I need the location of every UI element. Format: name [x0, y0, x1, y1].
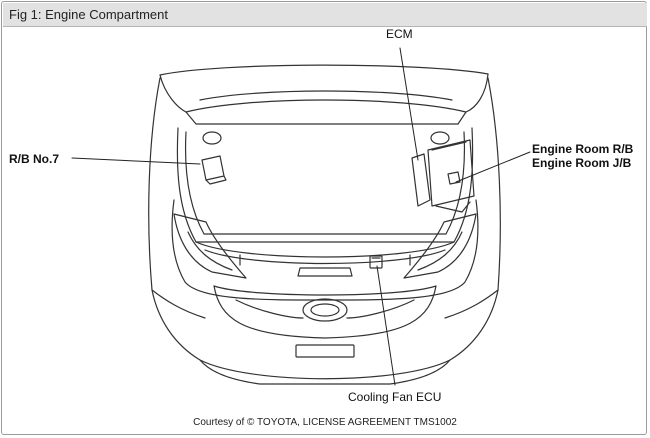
rb-no7-box: [201, 155, 227, 185]
engine-room-rb-label: Engine Room R/B: [532, 142, 634, 156]
figure-title: Fig 1: Engine Compartment: [9, 7, 168, 22]
copyright-credit: Courtesy of © TOYOTA, LICENSE AGREEMENT …: [193, 417, 457, 428]
strut-towers: [202, 131, 450, 145]
engine-room-fuse-box: [411, 139, 475, 213]
headlights: [173, 213, 477, 279]
engine-bay: [176, 127, 474, 277]
rb-no7-label: R/B No.7: [9, 152, 60, 166]
engine-room-jb-label: Engine Room J/B: [532, 156, 632, 170]
cooling-fan-ecu-box: [369, 255, 383, 269]
car-body-outline: [148, 77, 501, 385]
open-hood: [159, 64, 489, 125]
figure-title-bar: Fig 1: Engine Compartment: [3, 3, 647, 27]
cooling-fan-ecu-label: Cooling Fan ECU: [348, 390, 442, 404]
ecm-label: ECM: [386, 27, 413, 41]
front-grille: [213, 285, 437, 358]
leader-lines: [71, 47, 531, 386]
